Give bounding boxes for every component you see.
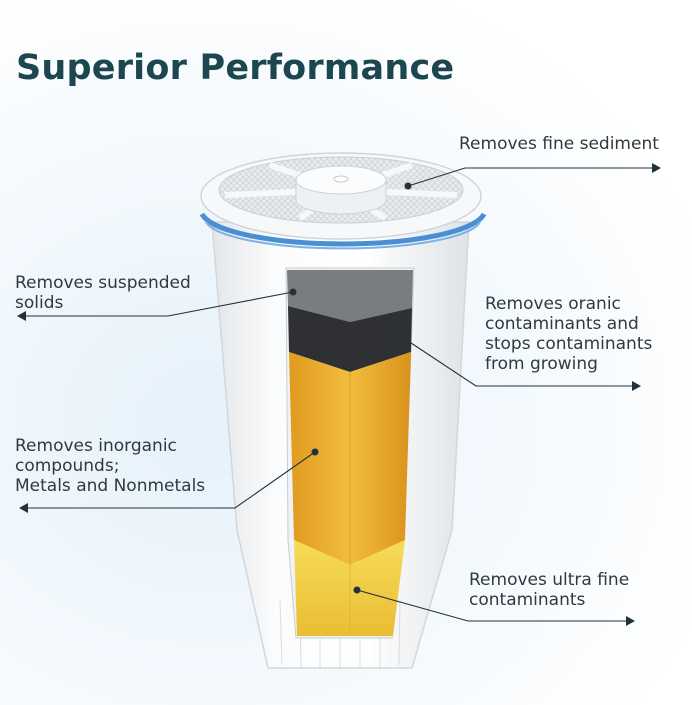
page-title: Superior Performance	[16, 48, 455, 88]
leader-inorganic	[20, 451, 316, 509]
leader-lines	[17, 163, 661, 626]
leader-fine-sediment	[407, 167, 658, 187]
callout-organic: Removes oranic contaminants and stops co…	[485, 294, 653, 374]
callout-ultra-fine: Removes ultra fine contaminants	[469, 570, 630, 610]
callout-suspended-solids: Removes suspended solids	[15, 273, 191, 313]
leader-ultra-fine	[356, 589, 634, 622]
sediment-layer	[287, 270, 413, 322]
callout-fine-sediment: Removes fine sediment	[459, 134, 659, 154]
carbon-layer	[288, 306, 412, 372]
callout-inorganic: Removes inorganic compounds; Metals and …	[15, 436, 206, 496]
leader-suspended-solids	[18, 291, 294, 317]
leader-organic	[398, 334, 640, 387]
seal-ring	[199, 212, 487, 247]
